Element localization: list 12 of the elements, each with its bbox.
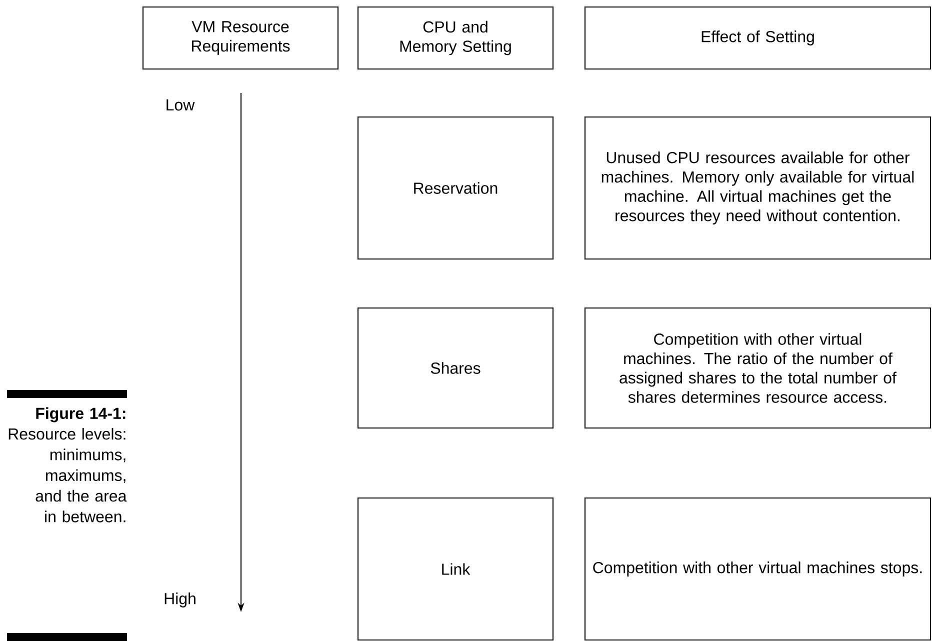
effect-box: Competition with other virtual machines stops. [584, 497, 932, 641]
level-label: High [164, 592, 196, 608]
header-box: Effect of Setting [584, 6, 932, 70]
header-box: VM Resource Requirements [142, 6, 339, 70]
effect-box: Competition with other virtual machines. The ratio of the number of assigned shares to the total number of shares determines resource access. [584, 307, 932, 429]
effect-box: Unused CPU resources available for other machines. Memory only available for virtual machine. All virtual machines get the resources they need without contention. [584, 116, 932, 260]
level-label: Low [166, 99, 195, 111]
setting-box: Shares [357, 307, 554, 429]
setting-box: Reservation [357, 116, 554, 260]
figure-caption: Figure 14-1: Resource levels: minimums, maximums, and the area in between. [8, 407, 127, 522]
setting-box: Link [357, 497, 554, 641]
header-box: CPU and Memory Setting [357, 6, 554, 70]
